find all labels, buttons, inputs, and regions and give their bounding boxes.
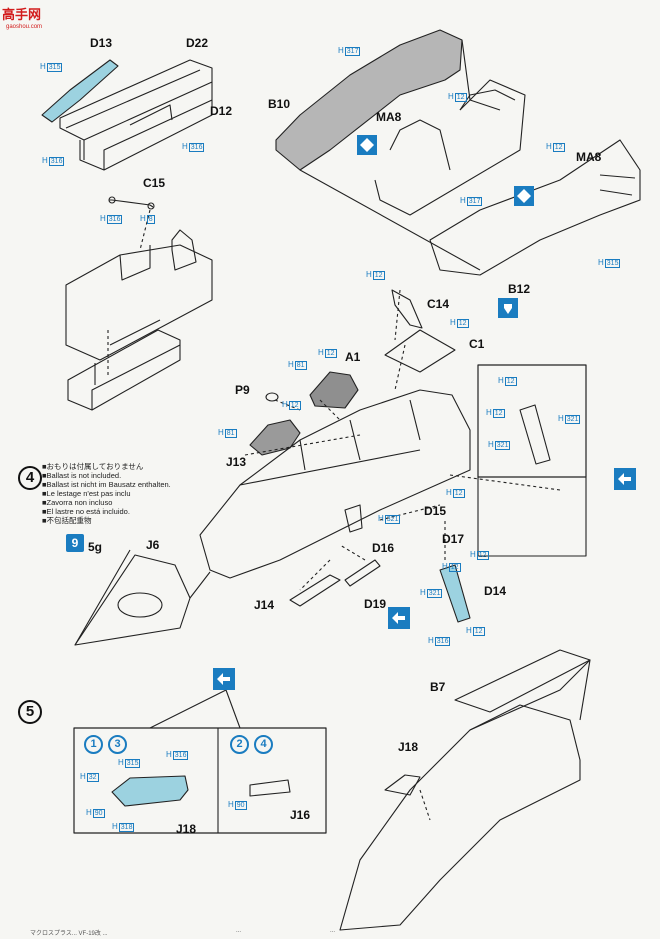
- footer-right: ...: [330, 928, 336, 934]
- step-number-4: 4: [18, 466, 42, 490]
- note-line: ■おもりは付属しておりません: [42, 462, 144, 471]
- label-d12: D12: [210, 104, 233, 118]
- label-p9: P9: [235, 383, 250, 397]
- part-b12: [429, 139, 641, 276]
- version-badge-3: 3: [108, 735, 127, 754]
- label-j18-inset: J18: [176, 822, 197, 836]
- label-ma8-a: MA8: [376, 110, 402, 124]
- watermark-url: gaoshou.com: [6, 24, 43, 30]
- note-line: ■Le lestage n'est pas inclu: [42, 489, 131, 498]
- label-a1: A1: [345, 350, 361, 364]
- part-seat-tub: [65, 244, 213, 361]
- part-d19: [344, 559, 381, 587]
- label-ma8-b: MA8: [576, 150, 602, 164]
- step-number-5: 5: [18, 700, 42, 724]
- label-d19: D19: [364, 597, 387, 611]
- label-d15: D15: [424, 504, 447, 518]
- label-j18: J18: [398, 740, 419, 754]
- label-j13: J13: [226, 455, 247, 469]
- part-a1: [309, 371, 359, 409]
- label-d22: D22: [186, 36, 209, 50]
- note-line: ■Ballast is not included.: [42, 471, 122, 480]
- footer-mid: ...: [236, 928, 242, 934]
- note-line: ■Ballast ist nicht im Bausatz enthalten.: [42, 480, 171, 489]
- part-lower-fuselage: [339, 704, 581, 931]
- part-c14: [391, 289, 423, 329]
- part-c15: [109, 199, 154, 208]
- note-line: ■不包括配重物: [42, 516, 92, 525]
- label-c1: C1: [469, 337, 485, 351]
- label-j14: J14: [254, 598, 275, 612]
- version-badge-1: 1: [84, 735, 103, 754]
- label-d13: D13: [90, 36, 113, 50]
- label-b12: B12: [508, 282, 531, 296]
- footer-left: マクロスプラス... VF-19改 ...: [30, 931, 108, 937]
- label-d14: D14: [484, 584, 507, 598]
- ballast-note: ■おもりは付属しておりません ■Ballast is not included.…: [42, 462, 171, 525]
- part-b7: [454, 649, 591, 713]
- note-line: ■El lastre no está incluido.: [42, 507, 130, 516]
- version-badge-2: 2: [230, 735, 249, 754]
- label-b10: B10: [268, 97, 291, 111]
- label-c14: C14: [427, 297, 450, 311]
- label-b7: B7: [430, 680, 446, 694]
- part-j18: [384, 774, 421, 796]
- label-j16-inset: J16: [290, 808, 311, 822]
- label-j6: J6: [146, 538, 160, 552]
- part-j14: [289, 574, 341, 607]
- part-d13: [41, 59, 119, 123]
- watermark-logo: 高手网: [2, 7, 42, 22]
- part-j16-inset: [249, 779, 291, 797]
- label-c15: C15: [143, 176, 166, 190]
- part-d22: [59, 59, 213, 141]
- label-5g: 5g: [88, 540, 103, 554]
- part-fuselage: [199, 389, 471, 579]
- part-c1: [384, 329, 456, 373]
- note-line: ■Zavorra non incluso: [42, 498, 113, 507]
- part-j13: [249, 419, 301, 456]
- part-j18-inset: [111, 775, 189, 807]
- part-d14: [439, 564, 471, 623]
- part-d12: [83, 99, 213, 170]
- label-d16: D16: [372, 541, 395, 555]
- part-j6: [74, 554, 191, 646]
- version-badge-4: 4: [254, 735, 273, 754]
- ballast-weight-badge: 9: [66, 534, 84, 552]
- label-d17: D17: [442, 532, 465, 546]
